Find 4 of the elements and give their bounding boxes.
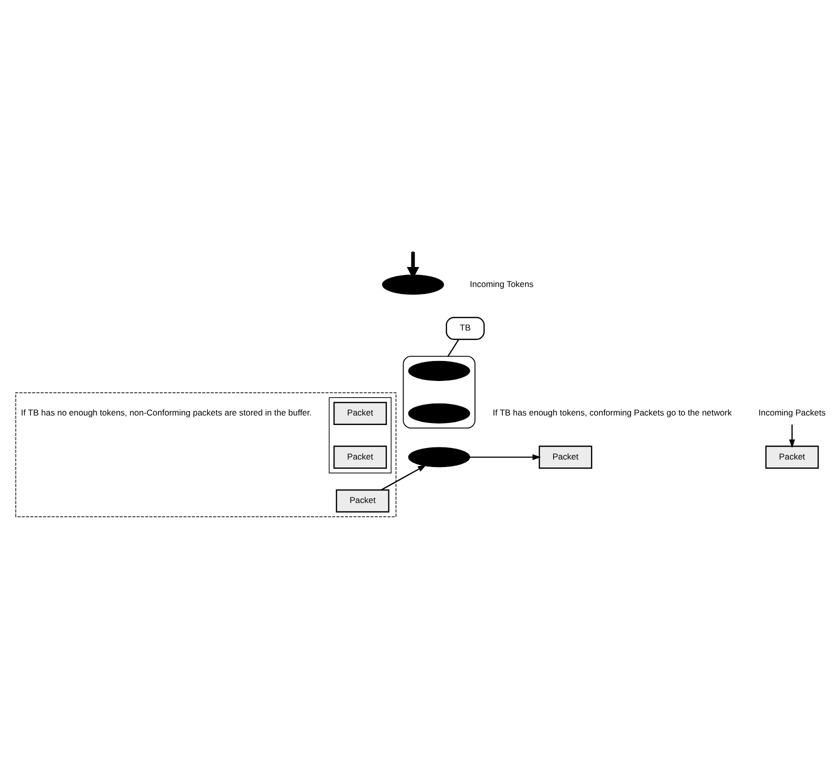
label: If TB has no enough tokens, non-Conforming packets are stored in the buffer. — [21, 407, 312, 418]
node-label: Incoming Tokens — [470, 278, 534, 288]
label: If TB has enough tokens, conforming Packets go to the network — [492, 407, 732, 418]
node-text: Incoming Packets — [758, 407, 826, 418]
